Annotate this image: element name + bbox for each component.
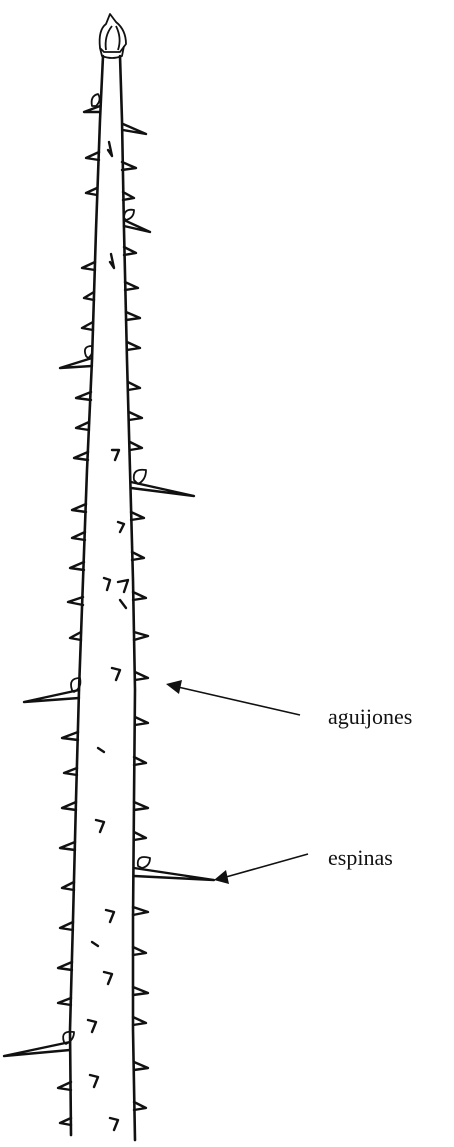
espina-6	[22, 677, 82, 704]
espina-5	[129, 468, 196, 498]
espina-3	[122, 208, 152, 234]
arrow-aguijones	[166, 680, 301, 716]
espina-7	[132, 856, 216, 882]
terminal-bud	[98, 13, 127, 59]
espina-4	[58, 345, 94, 370]
espina-2	[121, 122, 148, 136]
espina-8	[2, 1030, 75, 1058]
label-aguijones: aguijones	[328, 704, 413, 729]
espina-1	[82, 93, 102, 114]
stem-left-edge	[68, 54, 105, 1137]
aguijones-group	[56, 140, 150, 1132]
arrow-espinas	[214, 853, 309, 884]
label-espinas: espinas	[328, 845, 393, 870]
